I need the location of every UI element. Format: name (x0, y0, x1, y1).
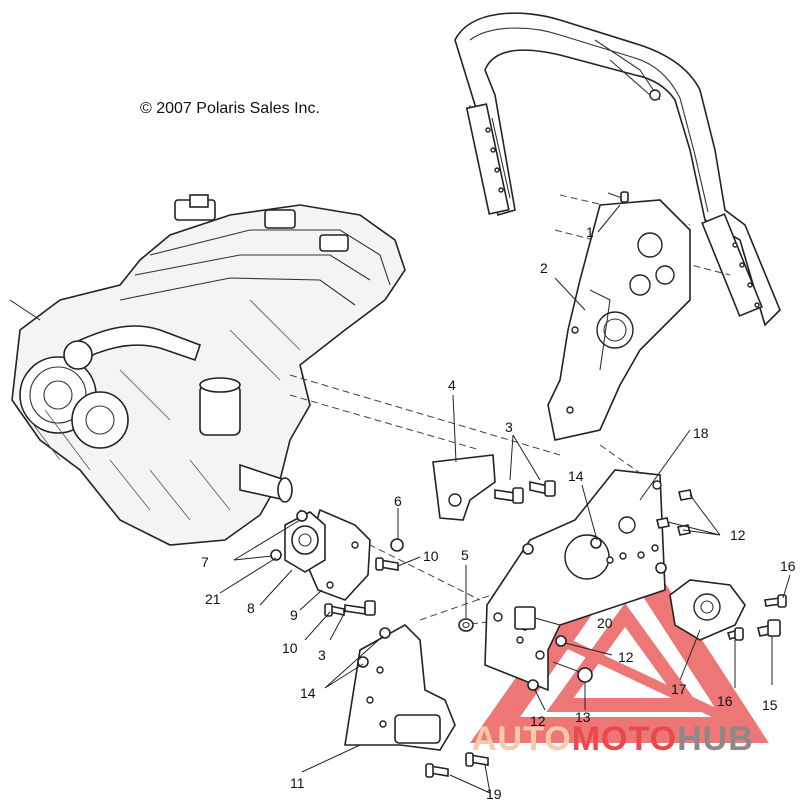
frame-handle-assembly (454, 12, 781, 327)
part-19-bolts (425, 752, 489, 778)
callout-6: 6 (394, 493, 402, 509)
callout-1: 1 (586, 224, 594, 240)
callout-5: 5 (461, 547, 469, 563)
part-11-lower-bracket (344, 624, 456, 751)
callout-3: 3 (318, 647, 326, 663)
leader-lines (219, 204, 791, 794)
copyright-notice: © 2007 Polaris Sales Inc. (140, 100, 320, 117)
callout-19: 19 (486, 786, 502, 800)
callout-12: 12 (730, 527, 746, 543)
watermark-part2: MOTO (572, 720, 677, 758)
callout-13: 13 (575, 709, 591, 725)
part-3-bolts (344, 480, 556, 616)
callout-12: 12 (618, 649, 634, 665)
callout-14: 14 (568, 468, 584, 484)
callout-17: 17 (671, 681, 687, 697)
part-20-clip (514, 606, 536, 630)
callout-4: 4 (448, 377, 456, 393)
callout-21: 21 (205, 591, 221, 607)
callout-16: 16 (780, 558, 796, 574)
callout-11: 11 (290, 775, 305, 791)
part-1-rivet (607, 191, 629, 203)
callout-12: 12 (530, 713, 546, 729)
callout-20: 20 (597, 615, 613, 631)
callout-18: 18 (693, 425, 709, 441)
callout-3: 3 (505, 419, 513, 435)
part-15-16-bolts (726, 594, 787, 641)
part-2-upper-bracket (547, 199, 691, 441)
callout-16: 16 (717, 693, 733, 709)
watermark-text: AUTOMOTOHUB (472, 720, 754, 758)
callout-10: 10 (423, 548, 439, 564)
part-4-bracket (432, 454, 496, 521)
watermark-part3: HUB (677, 720, 754, 758)
callout-15: 15 (762, 697, 778, 713)
part-17-engine-mount (669, 579, 746, 641)
engine-assembly (9, 194, 406, 546)
callout-7: 7 (201, 554, 209, 570)
callout-10: 10 (282, 640, 298, 656)
part-8-rubber-mount (284, 511, 326, 573)
callout-8: 8 (247, 600, 255, 616)
callout-14: 14 (300, 685, 316, 701)
callout-labels: 1 2 3 3 4 5 6 7 8 9 10 10 11 12 12 12 13… (201, 224, 796, 800)
watermark-part1: AUTO (472, 720, 572, 758)
part-18-main-plate (484, 469, 666, 692)
callout-2: 2 (540, 260, 548, 276)
svg-text:AUTOMOTOHUB: AUTOMOTOHUB (472, 720, 754, 758)
callout-9: 9 (290, 607, 298, 623)
part-14-nuts (357, 627, 391, 668)
part-6-7-10-21-hardware (270, 510, 404, 617)
part-5-washer (458, 618, 474, 632)
